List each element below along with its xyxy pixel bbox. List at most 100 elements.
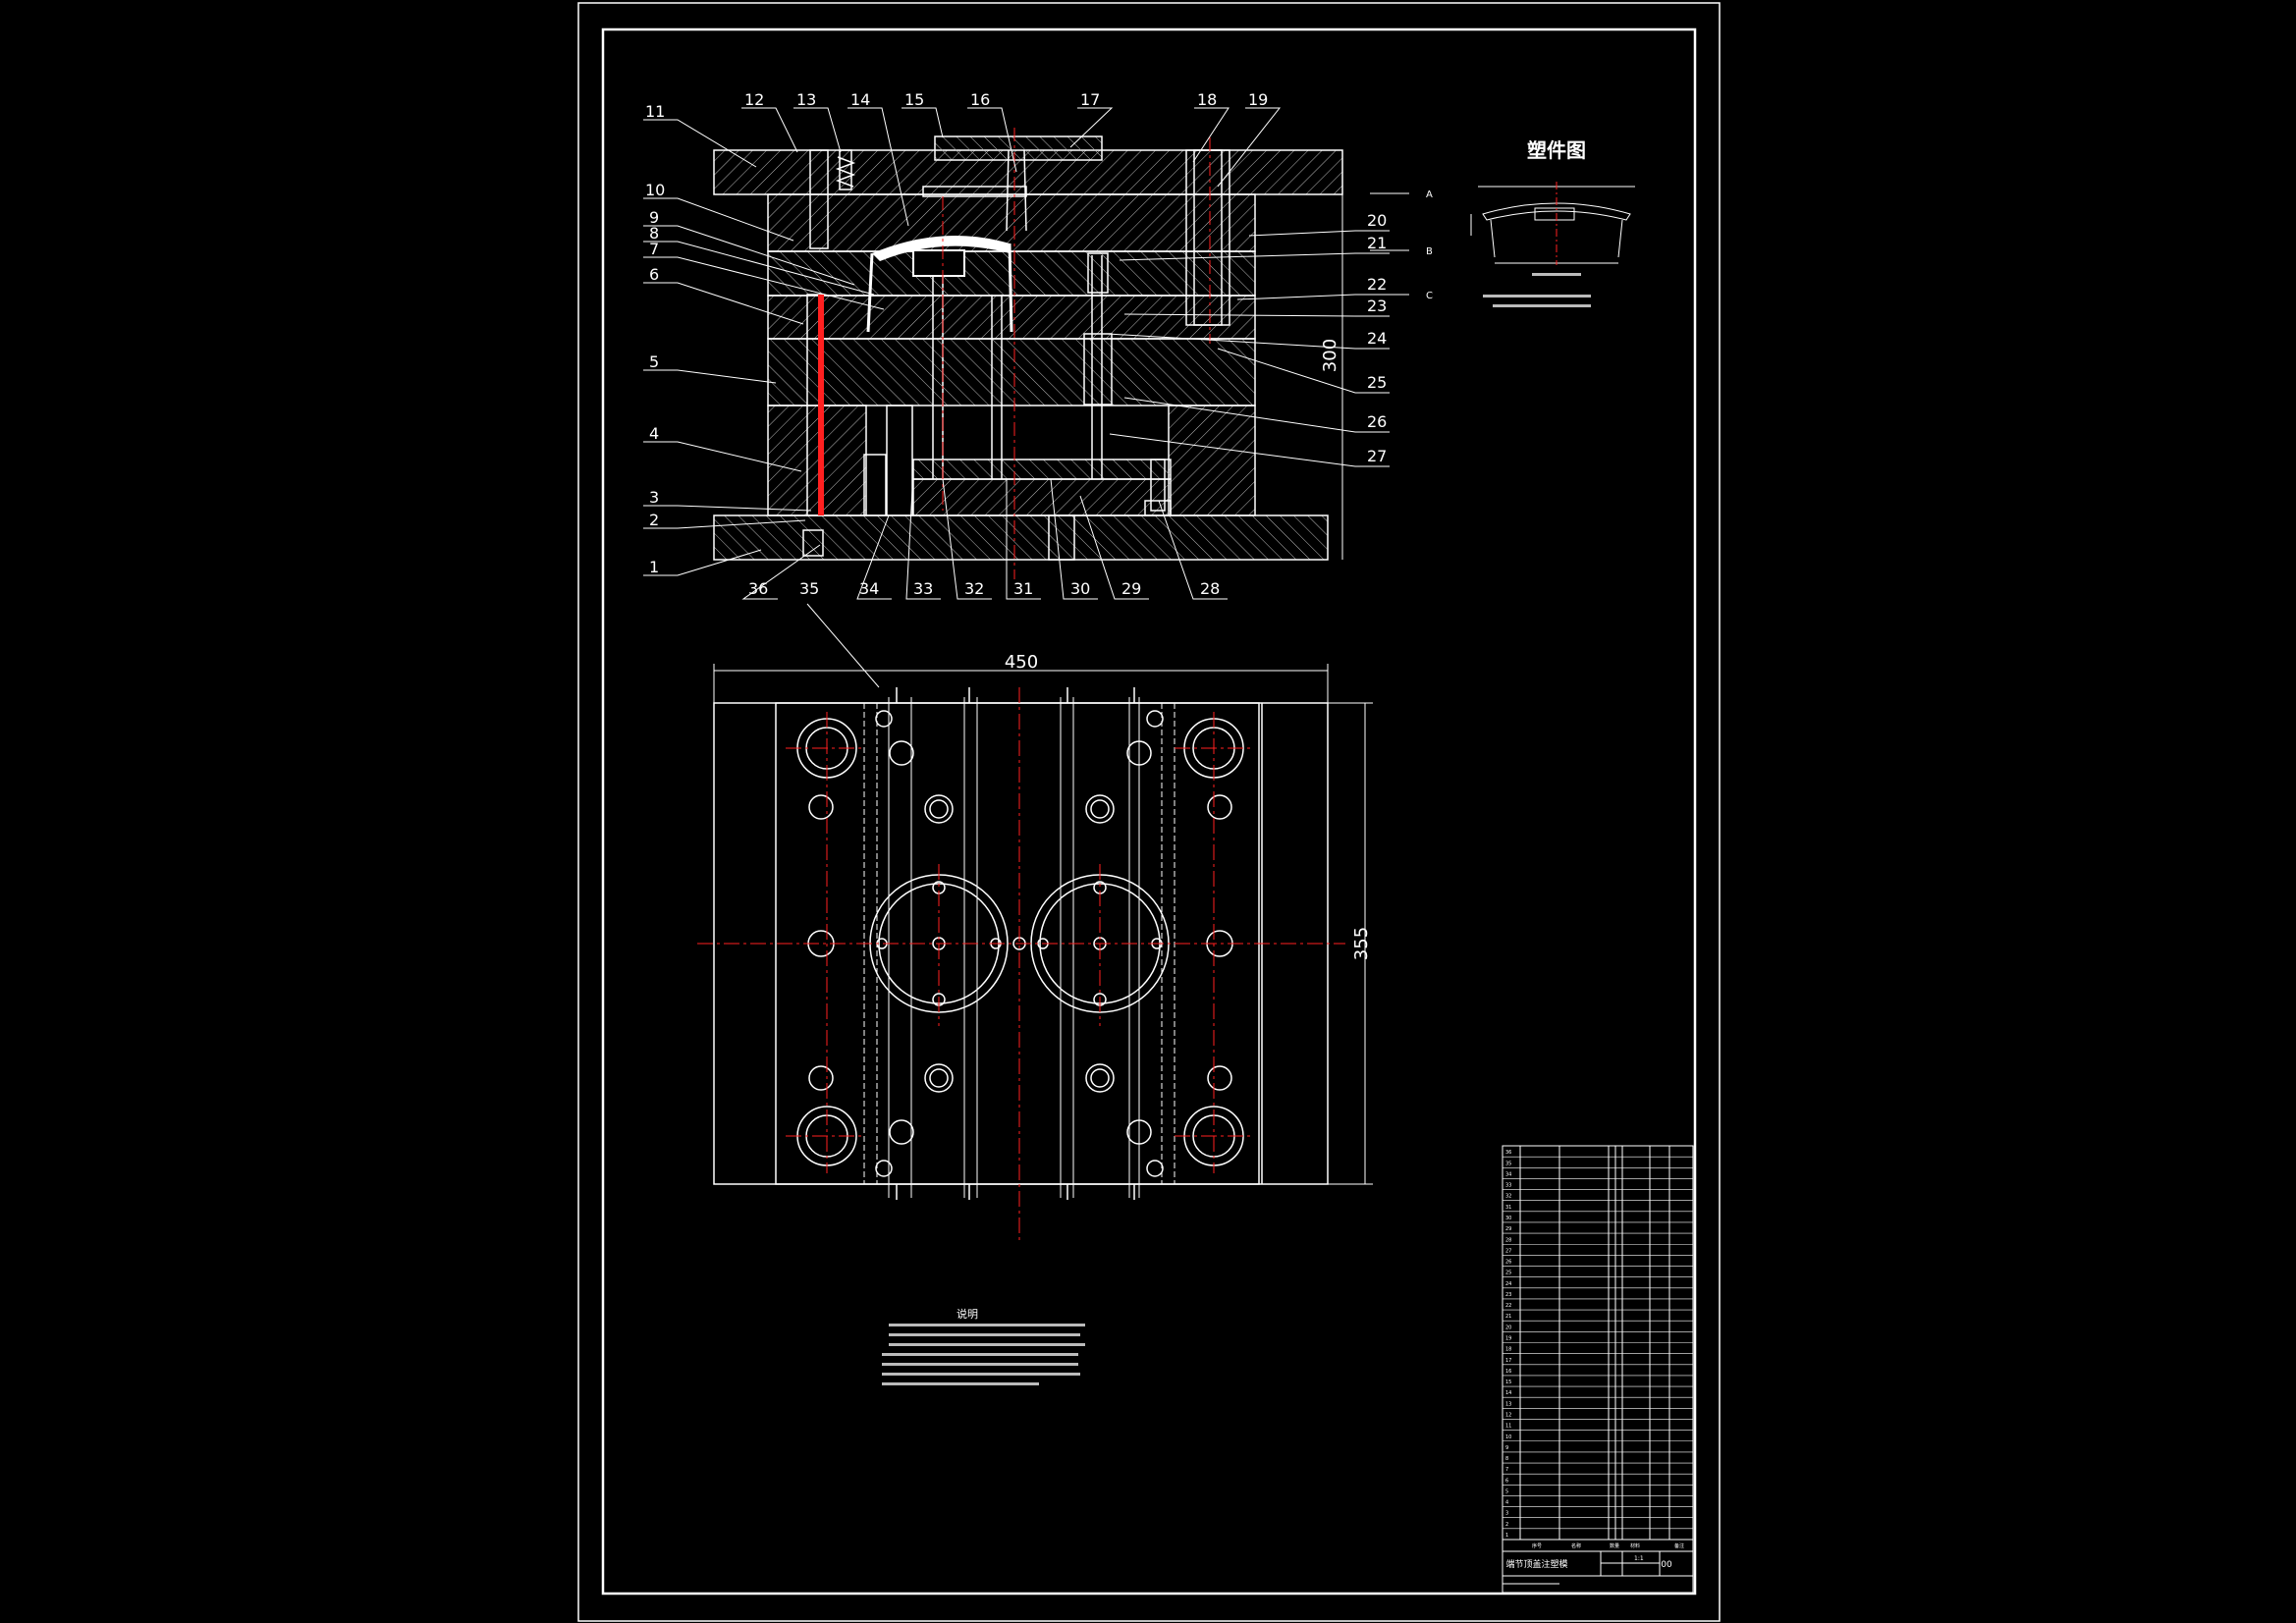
technical-notes: 说明: [882, 1307, 1085, 1385]
part-callout-29: 29: [1121, 579, 1141, 598]
bom-row-number: 15: [1505, 1380, 1511, 1385]
bom-row-number: 2: [1505, 1522, 1508, 1528]
spacer-block-left: [767, 405, 867, 516]
dimension-width-450: 450: [1005, 652, 1038, 673]
part-callout-33: 33: [913, 579, 933, 598]
part-callout-36: 36: [748, 579, 768, 598]
bom-row-number: 34: [1505, 1171, 1511, 1177]
bom-header-qty: 数量: [1610, 1542, 1619, 1549]
notes-title: 说明: [957, 1307, 978, 1321]
plane-marker-c: C: [1426, 291, 1433, 301]
plane-marker-b: B: [1426, 246, 1433, 257]
bom-row-number: 17: [1505, 1358, 1511, 1364]
dimension-height-300: 300: [1320, 339, 1340, 372]
plane-marker-a: A: [1426, 189, 1433, 200]
bom-row-number: 23: [1505, 1292, 1511, 1298]
bom-row-number: 12: [1505, 1412, 1511, 1418]
bom-row-number: 33: [1505, 1183, 1511, 1189]
part-callout-26: 26: [1367, 412, 1387, 431]
part-callout-22: 22: [1367, 275, 1387, 294]
bom-row-number: 18: [1505, 1347, 1511, 1353]
plan-view: 450 355: [697, 652, 1373, 1242]
bom-row-number: 8: [1505, 1456, 1508, 1462]
bom-row-number: 6: [1505, 1478, 1508, 1484]
bom-row-number: 10: [1505, 1434, 1511, 1440]
bom-row-number: 14: [1505, 1390, 1511, 1396]
part-callout-31: 31: [1013, 579, 1033, 598]
bom-header-remark: 备注: [1674, 1542, 1684, 1549]
part-callout-11: 11: [645, 102, 665, 121]
part-callout-14: 14: [850, 90, 870, 109]
bom-row-number: 32: [1505, 1194, 1511, 1200]
part-callout-16: 16: [970, 90, 990, 109]
part-callout-5: 5: [649, 352, 659, 371]
bom-row-number: 19: [1505, 1336, 1511, 1342]
part-callout-25: 25: [1367, 373, 1387, 392]
part-callout-2: 2: [649, 511, 659, 529]
bom-row-number: 25: [1505, 1271, 1511, 1276]
sheet-code: 00: [1661, 1560, 1672, 1570]
bom-row-number: 30: [1505, 1216, 1511, 1221]
drawing-scale: 1:1: [1634, 1555, 1644, 1562]
drawing-name: 端节顶盖注塑模: [1505, 1558, 1567, 1570]
support-plate: [767, 338, 1256, 406]
bom-header-index: 序号: [1532, 1542, 1542, 1549]
bom-row-number: 28: [1505, 1237, 1511, 1243]
bom-row-number: 7: [1505, 1467, 1508, 1473]
bom-row-number: 4: [1505, 1500, 1508, 1506]
bom-row-number: 27: [1505, 1248, 1511, 1254]
part-callout-12: 12: [744, 90, 764, 109]
part-callout-9: 9: [649, 208, 659, 227]
bom-row-number: 24: [1505, 1281, 1511, 1287]
bom-row-number: 11: [1505, 1424, 1511, 1430]
part-callout-34: 34: [859, 579, 879, 598]
bom-row-number: 13: [1505, 1401, 1511, 1407]
part-callout-17: 17: [1080, 90, 1100, 109]
bom-row-number: 3: [1505, 1511, 1508, 1517]
bom-header-name: 名称: [1571, 1542, 1581, 1549]
bom-row-number: 35: [1505, 1161, 1511, 1166]
part-callout-24: 24: [1367, 329, 1387, 348]
part-callout-27: 27: [1367, 447, 1387, 465]
part-callout-1: 1: [649, 558, 659, 576]
part-callout-32: 32: [964, 579, 984, 598]
bom-row-number: 31: [1505, 1205, 1511, 1211]
bom-row-number: 36: [1505, 1150, 1511, 1156]
part-callout-35: 35: [799, 579, 819, 598]
part-callout-15: 15: [904, 90, 924, 109]
bom-row-number: 1: [1505, 1533, 1508, 1539]
part-callout-13: 13: [796, 90, 816, 109]
bom-row-number: 21: [1505, 1314, 1511, 1320]
ejector-retainer-plate: [912, 459, 1172, 480]
a-plate: [767, 193, 1256, 252]
bom-row-number: 5: [1505, 1488, 1508, 1494]
bom-row-number: 9: [1505, 1445, 1508, 1451]
bom-row-number: 22: [1505, 1303, 1511, 1309]
title-block: 3635343332313029282726252423222120191817…: [1502, 1145, 1694, 1594]
dimension-height-355: 355: [1351, 927, 1372, 960]
part-drawing-title: 塑件图: [1527, 138, 1586, 162]
spacer-block-right: [1168, 405, 1256, 516]
part-callout-6: 6: [649, 265, 659, 284]
bom-row-number: 16: [1505, 1369, 1511, 1375]
molded-part-section: [872, 236, 1010, 261]
ejector-plate: [912, 478, 1172, 516]
part-callout-3: 3: [649, 488, 659, 507]
part-callout-23: 23: [1367, 297, 1387, 315]
part-callout-19: 19: [1248, 90, 1268, 109]
section-view: 1234567891011121314151617181920212223242…: [643, 90, 1433, 688]
bottom-clamp-plate: [713, 514, 1329, 561]
part-callout-18: 18: [1197, 90, 1217, 109]
part-callout-28: 28: [1200, 579, 1220, 598]
bom-row-number: 20: [1505, 1325, 1511, 1330]
part-callout-10: 10: [645, 181, 665, 199]
locating-ring: [934, 135, 1103, 161]
part-drawing: 塑件图: [1470, 138, 1635, 307]
drawing-frame: [577, 2, 1721, 1622]
bom-row-number: 29: [1505, 1226, 1511, 1232]
part-callout-4: 4: [649, 424, 659, 443]
part-callout-8: 8: [649, 224, 659, 243]
part-callout-21: 21: [1367, 234, 1387, 252]
part-callout-20: 20: [1367, 211, 1387, 230]
part-callout-7: 7: [649, 240, 659, 258]
